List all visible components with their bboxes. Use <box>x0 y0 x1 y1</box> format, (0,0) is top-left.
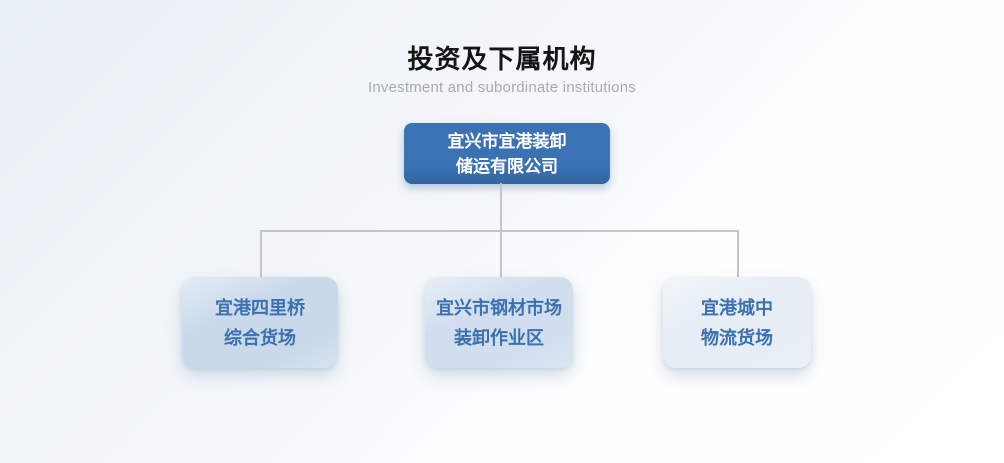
child-node-2-label-line2: 装卸作业区 <box>454 327 544 348</box>
connector-drop-right <box>737 230 739 277</box>
connector-root-drop <box>500 183 502 231</box>
root-node-label-line1: 宜兴市宜港装卸 <box>447 131 567 151</box>
root-node: 宜兴市宜港装卸 储运有限公司 <box>404 123 610 184</box>
child-node-2: 宜兴市钢材市场 装卸作业区 <box>425 277 573 368</box>
page-subtitle: Investment and subordinate institutions <box>368 79 636 96</box>
page-title: 投资及下属机构 <box>407 44 597 74</box>
root-node-label-line2: 储运有限公司 <box>456 156 558 176</box>
page-header: 投资及下属机构 Investment and subordinate insti… <box>0 44 1004 97</box>
child-node-1: 宜港四里桥 综合货场 <box>182 277 338 368</box>
child-node-3-label-line2: 物流货场 <box>701 327 773 348</box>
child-node-3: 宜港城中 物流货场 <box>663 277 811 368</box>
child-node-1-label-line2: 综合货场 <box>224 327 296 348</box>
connector-drop-left <box>260 230 262 277</box>
child-node-1-label-line1: 宜港四里桥 <box>215 297 305 318</box>
connector-drop-middle <box>500 230 502 277</box>
child-node-3-label-line1: 宜港城中 <box>701 297 773 318</box>
connector-horizontal <box>260 230 739 232</box>
child-node-2-label-line1: 宜兴市钢材市场 <box>436 297 562 318</box>
